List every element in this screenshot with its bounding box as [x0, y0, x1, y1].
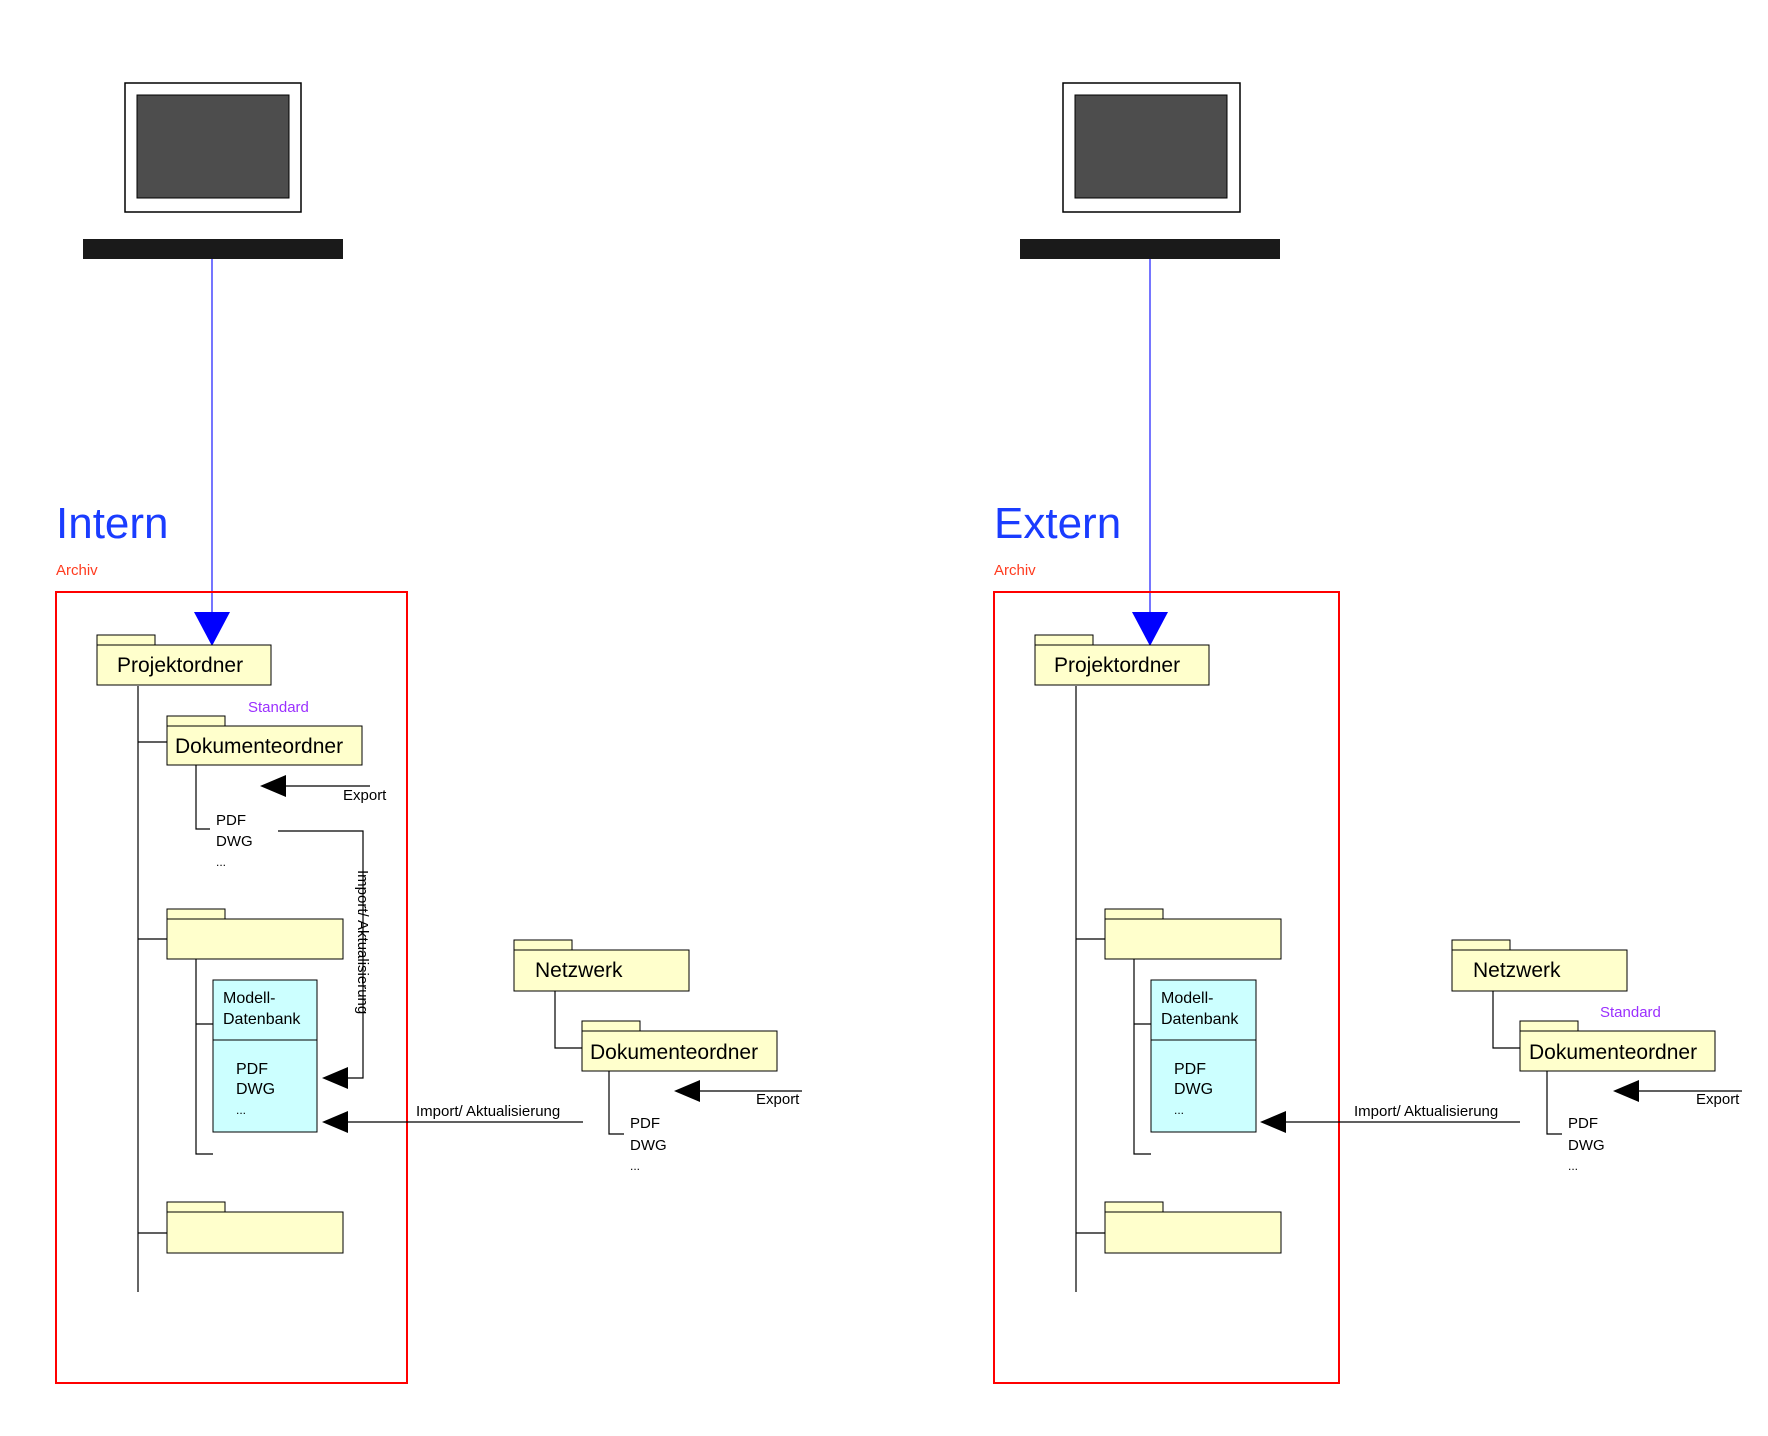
import-arrowhead [1260, 1111, 1286, 1133]
import-arrowhead [322, 1111, 348, 1133]
file-type: DWG [630, 1137, 667, 1154]
export-label: Export [1696, 1091, 1740, 1108]
section-heading: Intern [56, 499, 169, 548]
standard-label: Standard [1600, 1004, 1661, 1021]
import-arrowhead [322, 1067, 348, 1089]
import-vertical-label: Import/ Aktualisierung [354, 870, 371, 1014]
import-label: Import/ Aktualisierung [416, 1103, 560, 1120]
folder-label: Projektordner [1054, 654, 1180, 677]
connector-arrowhead [194, 612, 230, 646]
keyboard-icon [83, 239, 343, 259]
export-arrowhead [260, 775, 286, 797]
folder-label: Dokumenteordner [1529, 1041, 1697, 1064]
folder-empty[interactable] [166, 1201, 344, 1254]
file-type: DWG [1568, 1137, 1605, 1154]
section-heading: Extern [994, 499, 1121, 548]
folder-empty[interactable] [1104, 908, 1282, 960]
folder-label: Dokumenteordner [175, 735, 343, 758]
monitor-icon [1062, 82, 1241, 213]
export-label: Export [756, 1091, 800, 1108]
model-db-label: Modell- [1161, 990, 1213, 1007]
file-type: ... [630, 1159, 640, 1173]
archive-label: Archiv [994, 562, 1036, 579]
file-type: PDF [1568, 1115, 1598, 1132]
model-file: PDF [236, 1061, 268, 1078]
model-file: DWG [1174, 1081, 1213, 1098]
model-database[interactable]: Modell- Datenbank PDF DWG ... [1150, 979, 1257, 1133]
connector-arrowhead [1132, 612, 1168, 646]
file-type: ... [1568, 1159, 1578, 1173]
folder-network-dokumenteordner[interactable]: Dokumenteordner [581, 1020, 778, 1072]
folder-projektordner[interactable]: Projektordner [1034, 634, 1210, 686]
model-file: ... [1174, 1103, 1184, 1117]
export-label: Export [343, 787, 387, 804]
archive-box [993, 591, 1340, 1384]
standard-label: Standard [248, 699, 309, 716]
monitor-icon [124, 82, 302, 213]
folder-empty[interactable] [1104, 1201, 1282, 1254]
intern-panel: Intern Archiv Projektordner Standard Dok… [55, 82, 802, 1384]
folder-label: Dokumenteordner [590, 1041, 758, 1064]
folder-netzwerk[interactable]: Netzwerk [513, 939, 690, 992]
model-file: DWG [236, 1081, 275, 1098]
model-file: ... [236, 1103, 246, 1117]
file-type: PDF [216, 812, 246, 829]
keyboard-icon [1020, 239, 1280, 259]
model-db-label: Modell- [223, 990, 275, 1007]
extern-panel: Extern Archiv Projektordner Modell- Date… [993, 82, 1742, 1384]
folder-label: Netzwerk [1473, 959, 1561, 982]
folder-label: Projektordner [117, 654, 243, 677]
folder-label: Netzwerk [535, 959, 623, 982]
model-database[interactable]: Modell- Datenbank PDF DWG ... [212, 979, 318, 1133]
folder-dokumenteordner[interactable]: Dokumenteordner [166, 715, 363, 766]
folder-network-dokumenteordner[interactable]: Dokumenteordner [1519, 1020, 1716, 1072]
model-db-label: Datenbank [223, 1011, 301, 1028]
export-arrowhead [1613, 1080, 1639, 1102]
import-label: Import/ Aktualisierung [1354, 1103, 1498, 1120]
model-db-label: Datenbank [1161, 1011, 1239, 1028]
folder-netzwerk[interactable]: Netzwerk [1451, 939, 1628, 992]
export-arrowhead [674, 1080, 700, 1102]
folder-projektordner[interactable]: Projektordner [96, 634, 272, 686]
folder-empty[interactable] [166, 908, 344, 960]
model-file: PDF [1174, 1061, 1206, 1078]
file-type: DWG [216, 833, 253, 850]
archive-label: Archiv [56, 562, 98, 579]
archive-box [55, 591, 408, 1384]
file-type: ... [216, 855, 226, 869]
file-type: PDF [630, 1115, 660, 1132]
